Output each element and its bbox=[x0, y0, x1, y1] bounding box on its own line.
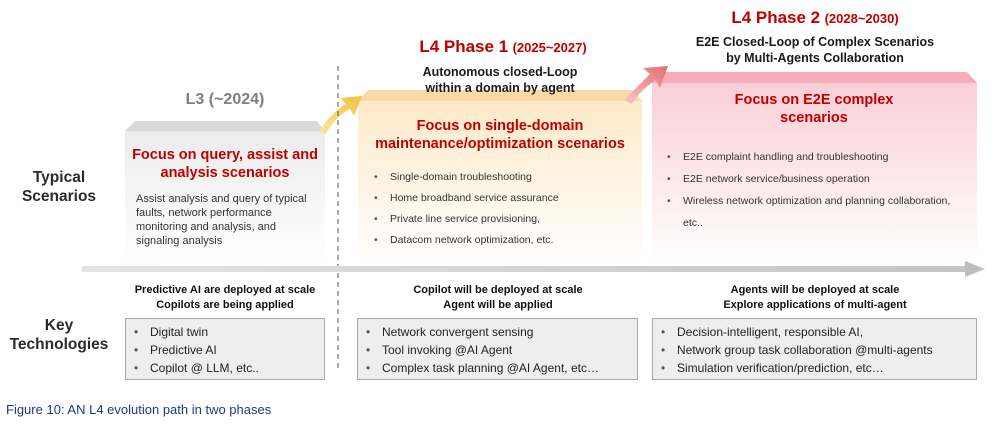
p2-tech-title-line1: Agents will be deployed at scale bbox=[730, 284, 900, 296]
p1-header: L4 Phase 1 (2025~2027) bbox=[378, 37, 628, 57]
p1-focus: Focus on single-domain maintenance/optim… bbox=[375, 118, 625, 152]
p1-tech-title: Copilot will be deployed at scale Agent … bbox=[360, 283, 636, 313]
list-item: Wireless network optimization and planni… bbox=[667, 190, 967, 234]
list-item: Predictive AI bbox=[134, 341, 259, 359]
p1-subtitle: Autonomous closed-Loop within a domain b… bbox=[370, 64, 630, 96]
l3-box-top bbox=[125, 121, 325, 131]
list-item: Decision-intelligent, responsible AI, bbox=[661, 323, 933, 341]
list-item: Complex task planning @AI Agent, etc… bbox=[366, 359, 599, 377]
l3-tech-title-line1: Predictive AI are deployed at scale bbox=[134, 284, 316, 296]
list-item: Network group task collaboration @multi-… bbox=[661, 341, 933, 359]
timeline-arrowhead bbox=[965, 261, 985, 277]
list-item: Single-domain troubleshooting bbox=[374, 167, 634, 188]
p1-header-main: L4 Phase 1 bbox=[419, 37, 509, 56]
arrow-l3-to-p1 bbox=[318, 96, 362, 134]
l3-tech-title-line2: Copilots are being applied bbox=[156, 299, 294, 311]
figure-caption: Figure 10: AN L4 evolution path in two p… bbox=[6, 402, 272, 417]
list-item: Tool invoking @AI Agent bbox=[366, 341, 599, 359]
p2-header-main: L4 Phase 2 bbox=[731, 8, 821, 27]
p2-subtitle-line2: by Multi-Agents Collaboration bbox=[726, 51, 904, 65]
p1-tech-title-line1: Copilot will be deployed at scale bbox=[413, 284, 583, 296]
arrow-p1-to-p2 bbox=[624, 66, 668, 104]
typical-scenarios-label: Typical Scenarios bbox=[21, 169, 97, 205]
list-item: E2E complaint handling and troubleshooti… bbox=[667, 146, 967, 168]
p2-tech-list: Decision-intelligent, responsible AI, Ne… bbox=[661, 323, 933, 377]
p2-scenario-list: E2E complaint handling and troubleshooti… bbox=[667, 146, 967, 234]
p2-tech-box: Decision-intelligent, responsible AI, Ne… bbox=[652, 318, 977, 380]
p1-subtitle-line2: within a domain by agent bbox=[425, 81, 575, 95]
p1-tech-list: Network convergent sensing Tool invoking… bbox=[366, 323, 599, 377]
p1-box-top bbox=[358, 90, 642, 101]
p2-header: L4 Phase 2 (2028~2030) bbox=[680, 8, 950, 28]
l3-tech-box: Digital twin Predictive AI Copilot @ LLM… bbox=[125, 318, 325, 380]
p1-scenario-list: Single-domain troubleshooting Home broad… bbox=[374, 167, 634, 251]
p1-tech-box: Network convergent sensing Tool invoking… bbox=[357, 318, 638, 380]
key-technologies-label: Key Technologies bbox=[9, 317, 109, 353]
timeline-bar bbox=[82, 266, 967, 272]
l3-tech-list: Digital twin Predictive AI Copilot @ LLM… bbox=[134, 323, 259, 377]
p2-header-years: (2028~2030) bbox=[824, 11, 899, 26]
list-item: Home broadband service assurance bbox=[374, 188, 634, 209]
l3-box bbox=[125, 131, 325, 264]
list-item: Datacom network optimization, etc. bbox=[374, 230, 634, 251]
list-item: Private line service provisioning, bbox=[374, 209, 634, 230]
p2-tech-title-line2: Explore applications of multi-agent bbox=[723, 299, 907, 311]
p2-tech-title: Agents will be deployed at scale Explore… bbox=[655, 283, 975, 313]
p1-tech-title-line2: Agent will be applied bbox=[443, 299, 553, 311]
p2-subtitle-line1: E2E Closed-Loop of Complex Scenarios bbox=[695, 35, 935, 49]
p2-subtitle: E2E Closed-Loop of Complex Scenarios by … bbox=[665, 34, 965, 66]
p2-focus: Focus on E2E complex scenarios bbox=[734, 92, 894, 126]
p1-subtitle-line1: Autonomous closed-Loop bbox=[422, 65, 578, 79]
list-item: Copilot @ LLM, etc.. bbox=[134, 359, 259, 377]
l3-description: Assist analysis and query of typical fau… bbox=[136, 193, 307, 247]
list-item: Simulation verification/prediction, etc… bbox=[661, 359, 933, 377]
list-item: E2E network service/business operation bbox=[667, 168, 967, 190]
l3-header: L3 (~2024) bbox=[185, 91, 265, 108]
list-item: Digital twin bbox=[134, 323, 259, 341]
l3-tech-title: Predictive AI are deployed at scale Copi… bbox=[112, 283, 338, 313]
list-item: Network convergent sensing bbox=[366, 323, 599, 341]
l3-focus: Focus on query, assist and analysis scen… bbox=[132, 147, 318, 181]
p1-header-years: (2025~2027) bbox=[512, 40, 587, 55]
p2-box-top bbox=[652, 72, 977, 83]
